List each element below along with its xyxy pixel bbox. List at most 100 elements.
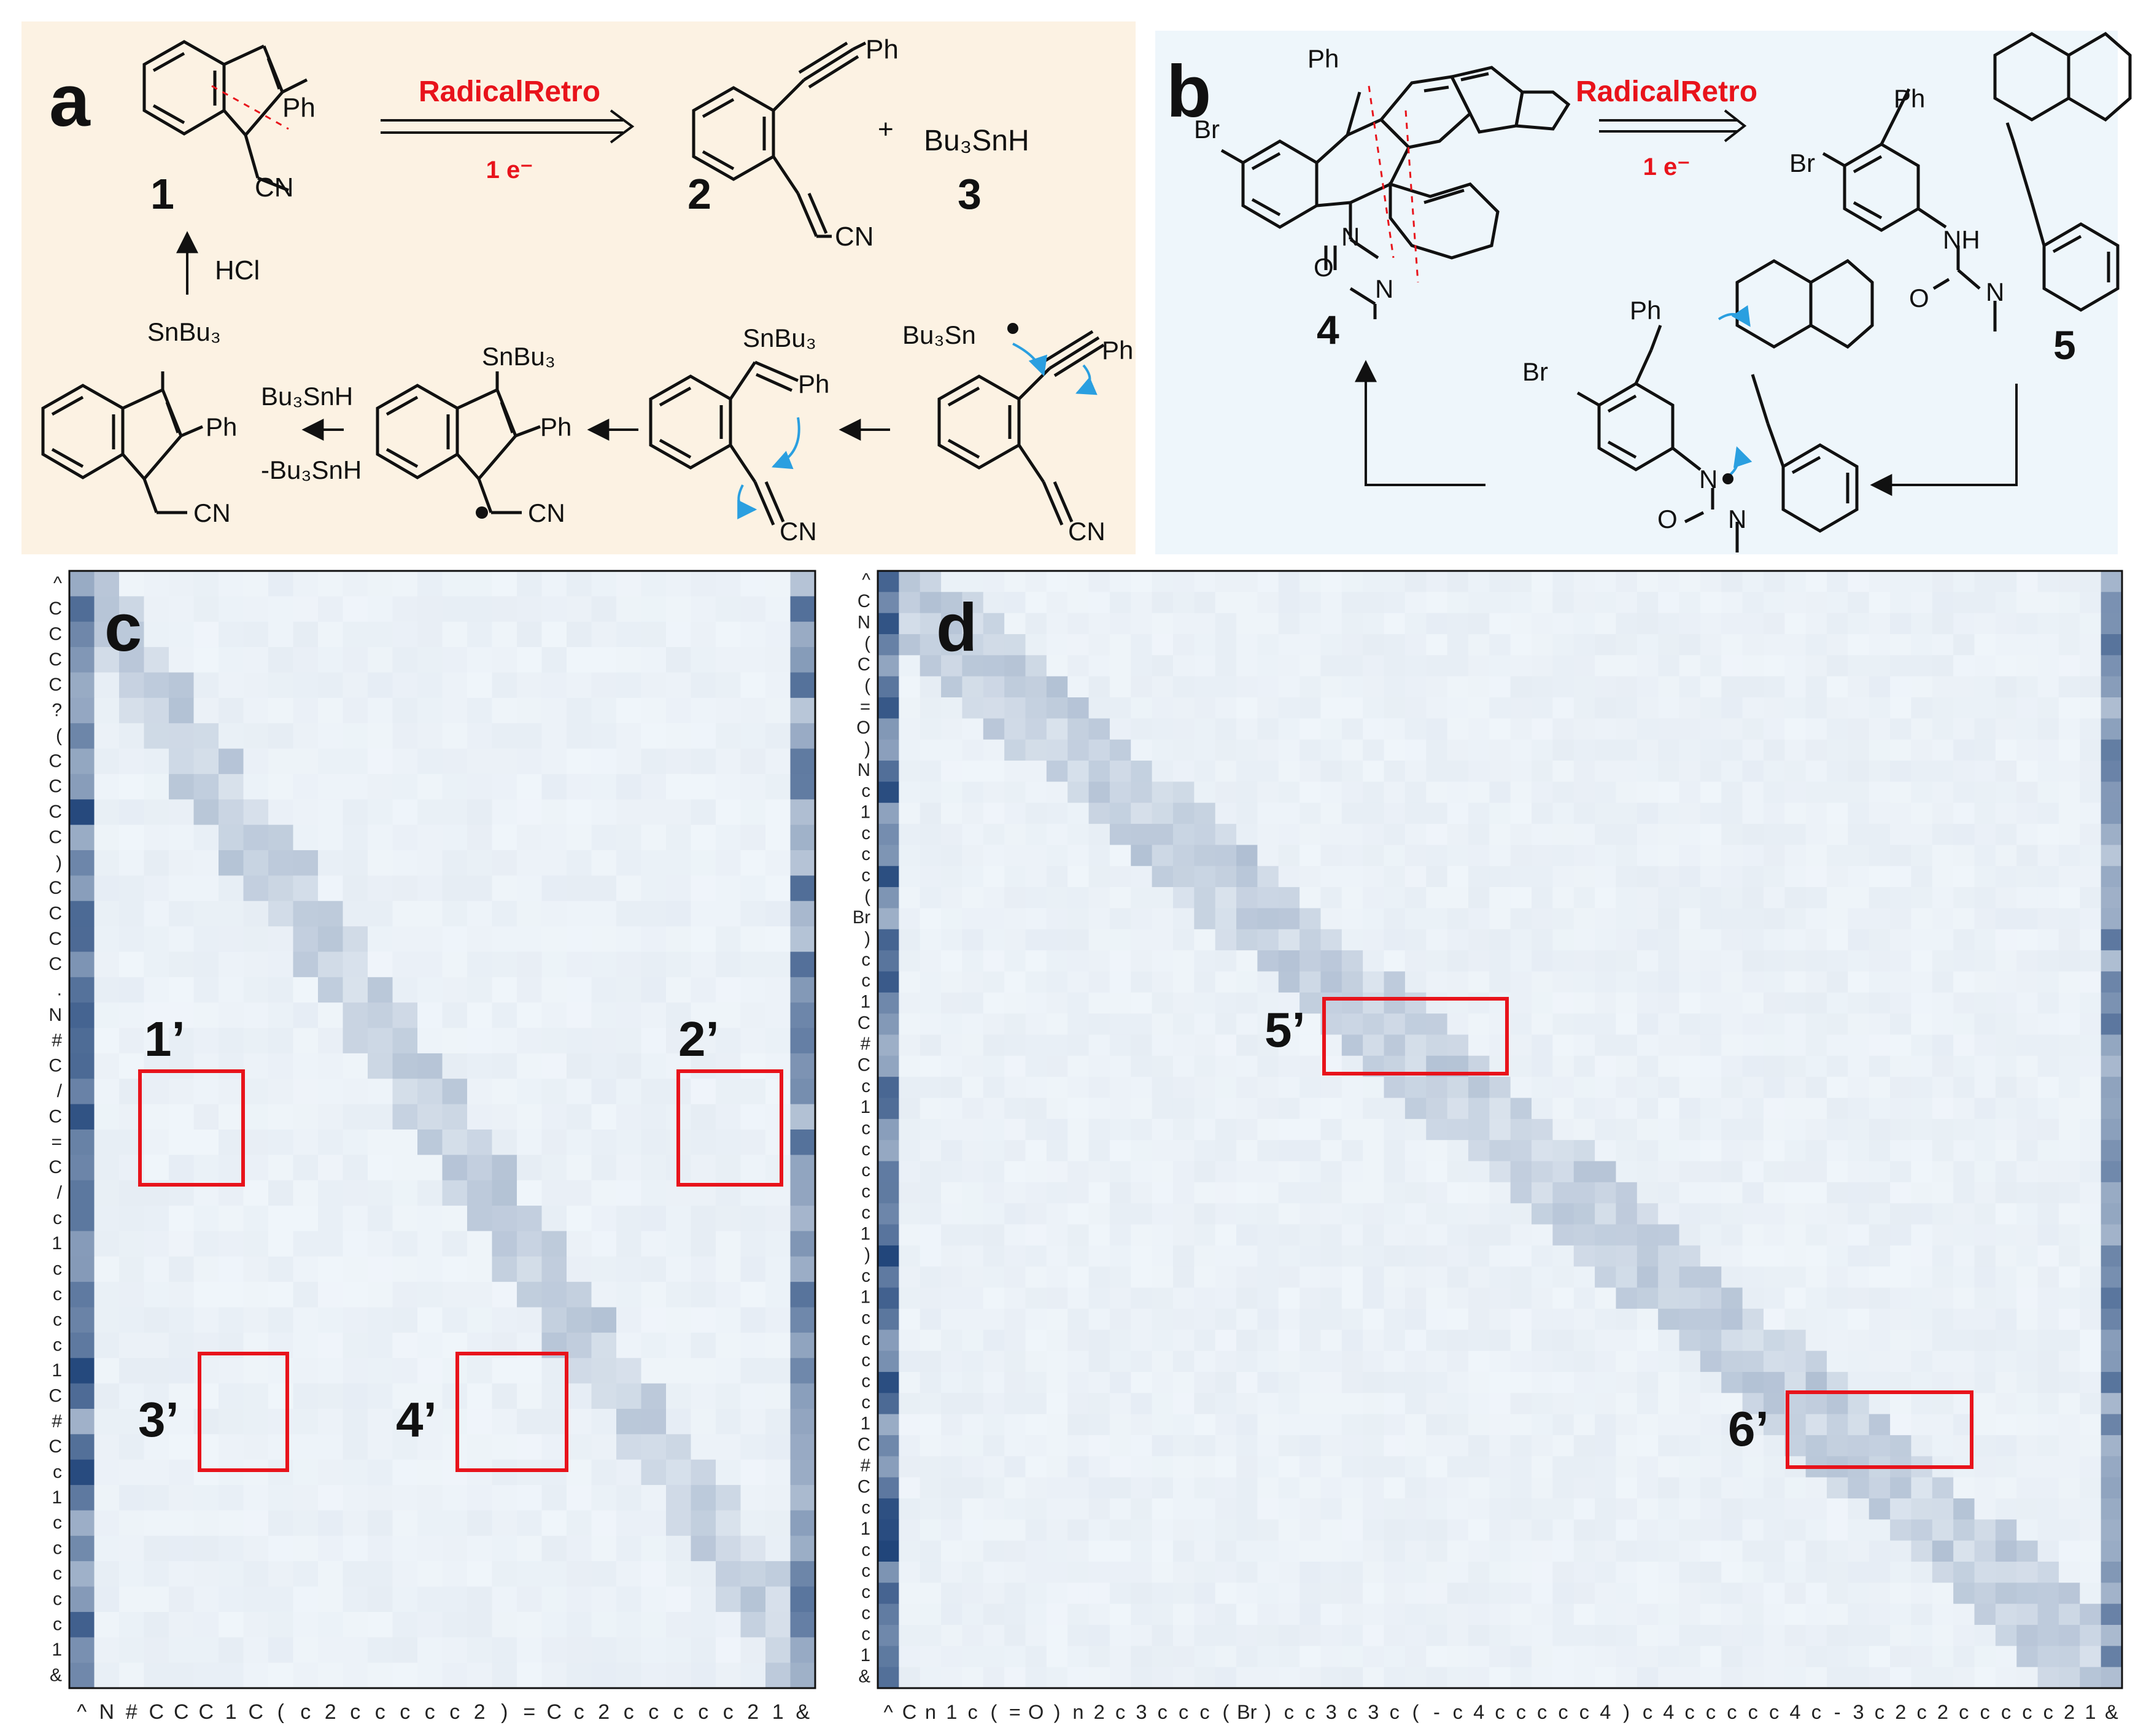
heatmap-cell <box>492 773 517 800</box>
heatmap-cell <box>2058 1667 2080 1689</box>
heatmap-cell <box>1911 739 1933 761</box>
heatmap-cell <box>691 977 716 1003</box>
heatmap-cell <box>1974 1182 1996 1204</box>
heatmap-cell <box>467 1282 493 1308</box>
heatmap-cell <box>1784 1561 1807 1583</box>
heatmap-cell <box>1869 1393 1891 1415</box>
heatmap-cell <box>368 1662 393 1689</box>
heatmap-cell <box>591 1206 617 1232</box>
heatmap-cell <box>765 1002 791 1029</box>
heatmap-cell <box>1890 1055 1912 1077</box>
heatmap-cell <box>2058 971 2080 993</box>
heatmap-cell <box>1911 634 1933 656</box>
heatmap-cell <box>1172 1203 1195 1225</box>
heatmap-cell <box>1278 1266 1300 1288</box>
heatmap-cell <box>1953 718 1975 740</box>
compound-4-o: O <box>1314 253 1334 282</box>
heatmap-cell <box>920 1330 942 1352</box>
heatmap-cell <box>1532 971 1553 993</box>
heatmap-cell <box>1700 1224 1722 1246</box>
heatmap-cell <box>1784 1667 1807 1689</box>
heatmap-cell <box>1109 866 1131 888</box>
heatmap-cell <box>790 1409 816 1435</box>
heatmap-cell <box>983 761 1005 782</box>
heatmap-cell <box>1784 613 1807 635</box>
heatmap-cell <box>691 1130 716 1155</box>
heatmap-cell <box>1616 1055 1638 1077</box>
heatmap-cell <box>2037 950 2059 972</box>
heatmap-cell <box>1595 1077 1617 1099</box>
heatmap-cell <box>962 1055 984 1077</box>
heatmap-cell <box>962 676 984 698</box>
heatmap-cell <box>1046 1308 1068 1330</box>
heatmap-cell <box>144 1130 169 1155</box>
heatmap-cell <box>1025 1603 1047 1626</box>
heatmap-cell <box>2101 1161 2123 1183</box>
heatmap-cell <box>1763 1646 1785 1668</box>
heatmap-cell <box>1573 1077 1595 1099</box>
heatmap-cell <box>1152 655 1174 677</box>
heatmap-cell <box>2080 1013 2102 1036</box>
heatmap-cell <box>716 850 742 876</box>
heatmap-cell <box>1890 1224 1912 1246</box>
heatmap-cell <box>1067 845 1090 867</box>
heatmap-cell <box>1278 992 1300 1014</box>
heatmap-cell <box>1447 1077 1469 1099</box>
heatmap-cell <box>1784 908 1807 930</box>
heatmap-cell <box>1595 613 1617 635</box>
heatmap-cell <box>2101 802 2123 824</box>
heatmap-cell <box>1404 781 1427 804</box>
heatmap-cell <box>318 1434 344 1460</box>
heatmap-cell <box>1447 1456 1469 1478</box>
heatmap-cell <box>1805 1371 1827 1393</box>
heatmap-cell <box>1636 697 1659 719</box>
heatmap-cell <box>1700 1667 1722 1689</box>
heatmap-cell <box>219 773 244 800</box>
heatmap-cell <box>983 1055 1005 1077</box>
heatmap-cell <box>144 1535 169 1562</box>
heatmap-cell <box>765 1409 791 1435</box>
col-tick-label: c <box>1685 1700 1695 1723</box>
heatmap-cell <box>941 845 963 867</box>
heatmap-cell <box>1025 655 1047 677</box>
heatmap-cell <box>591 977 617 1003</box>
heatmap-cell <box>94 901 120 927</box>
heatmap-cell <box>591 1155 617 1181</box>
heatmap-cell <box>417 1155 443 1181</box>
heatmap-cell <box>1784 1266 1807 1288</box>
heatmap-cell <box>1278 1583 1300 1605</box>
heatmap-cell <box>2037 613 2059 635</box>
heatmap-cell <box>417 621 443 648</box>
heatmap-cell <box>1109 592 1131 614</box>
heatmap-cell <box>243 1434 269 1460</box>
heatmap-cell <box>1236 739 1258 761</box>
heatmap-cell <box>2037 866 2059 888</box>
heatmap-cell <box>1721 992 1743 1014</box>
heatmap-cell <box>1384 613 1406 635</box>
heatmap-cell <box>1805 1393 1827 1415</box>
heatmap-cell <box>2016 1603 2039 1626</box>
heatmap-cell <box>2016 1118 2039 1141</box>
heatmap-cell <box>169 1002 195 1029</box>
heatmap-cell <box>899 1371 921 1393</box>
heatmap-cell <box>716 621 742 648</box>
heatmap-cell <box>1299 887 1322 909</box>
heatmap-cell <box>1257 1498 1279 1520</box>
heatmap-cell <box>417 1130 443 1155</box>
heatmap-cell <box>1700 1350 1722 1373</box>
heatmap-cell <box>1911 1287 1933 1309</box>
heatmap-cell <box>1700 1245 1722 1267</box>
heatmap-cell <box>243 1561 269 1587</box>
heatmap-cell <box>243 1586 269 1613</box>
heatmap-cell <box>94 1611 120 1638</box>
heatmap-cell <box>1869 1098 1891 1120</box>
heatmap-cell <box>1046 718 1068 740</box>
heatmap-cell <box>1004 929 1026 951</box>
heatmap-cell <box>193 1535 219 1562</box>
heatmap-cell <box>442 672 468 699</box>
heatmap-cell <box>69 1053 95 1079</box>
row-tick-label: ) <box>864 929 870 949</box>
heatmap-cell <box>740 799 766 826</box>
heatmap-cell <box>144 1256 169 1282</box>
heatmap-cell <box>1658 1203 1680 1225</box>
